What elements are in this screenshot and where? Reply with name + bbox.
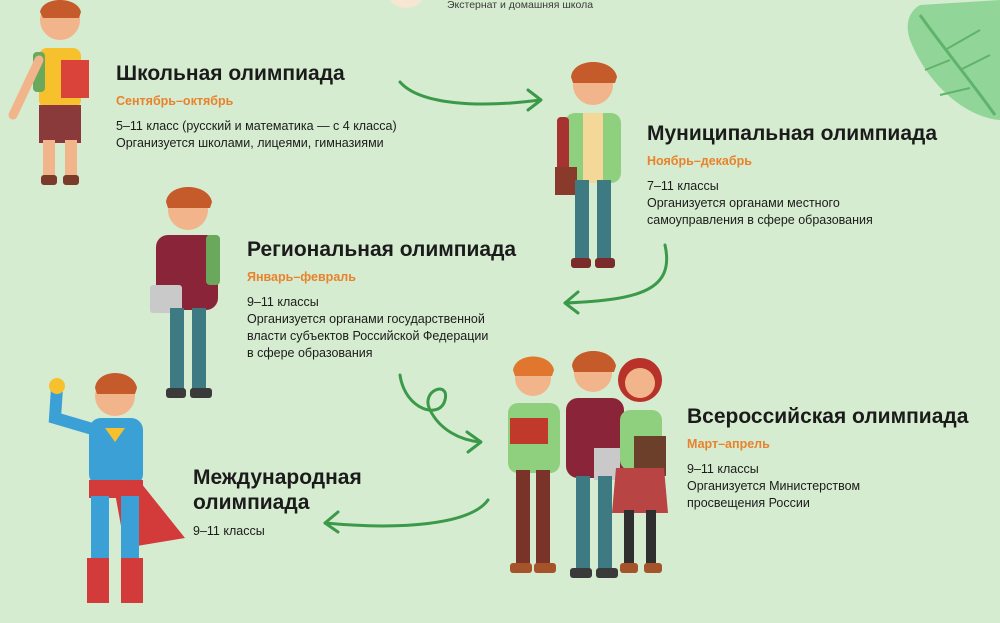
stage-regional: Региональная олимпиада Январь–февраль 9–… bbox=[247, 237, 516, 362]
leaf-decoration-icon bbox=[907, 0, 1000, 120]
school-logo bbox=[388, 0, 424, 8]
stage-details: 9–11 классы Организуется органами госуда… bbox=[247, 295, 489, 360]
stage-international: Международная олимпиада 9–11 классы bbox=[193, 465, 362, 540]
header-subtitle: Экстернат и домашняя школа bbox=[447, 0, 594, 11]
stage-school: Школьная олимпиада Сентябрь–октябрь 5–11… bbox=[116, 61, 397, 152]
stage-period: Сентябрь–октябрь bbox=[116, 94, 234, 108]
arrow-school-to-municipal-icon bbox=[398, 80, 542, 106]
arrow-municipal-to-regional-icon bbox=[563, 243, 669, 305]
student-backpack-illustration-icon bbox=[555, 62, 621, 268]
stage-period: Ноябрь–декабрь bbox=[647, 154, 752, 168]
stage-title: Муниципальная олимпиада bbox=[647, 122, 938, 145]
student-laptop-illustration-icon bbox=[150, 187, 220, 398]
stage-title: Региональная олимпиада bbox=[247, 238, 517, 261]
stage-title: Международная олимпиада bbox=[193, 466, 362, 514]
schoolboy-illustration-icon bbox=[8, 0, 89, 185]
stage-details: 7–11 классы Организуется органами местно… bbox=[647, 179, 873, 227]
superhero-illustration-icon bbox=[48, 373, 185, 603]
stage-title: Всероссийская олимпиада bbox=[687, 405, 969, 428]
stage-details: 9–11 классы bbox=[193, 524, 265, 538]
student-group-illustration-icon bbox=[508, 351, 668, 578]
stage-period: Январь–февраль bbox=[247, 270, 356, 284]
stage-details: 5–11 класс (русский и математика — с 4 к… bbox=[116, 119, 397, 150]
stage-details: 9–11 классы Организуется Министерством п… bbox=[687, 462, 861, 510]
stage-period: Март–апрель bbox=[687, 437, 770, 451]
stage-all-russian: Всероссийская олимпиада Март–апрель 9–11… bbox=[687, 404, 968, 512]
stage-title: Школьная олимпиада bbox=[116, 62, 345, 85]
arrow-allrussian-to-international-icon bbox=[323, 498, 490, 528]
arrow-regional-to-allrussian-icon bbox=[398, 373, 482, 444]
stage-municipal: Муниципальная олимпиада Ноябрь–декабрь 7… bbox=[647, 121, 937, 229]
